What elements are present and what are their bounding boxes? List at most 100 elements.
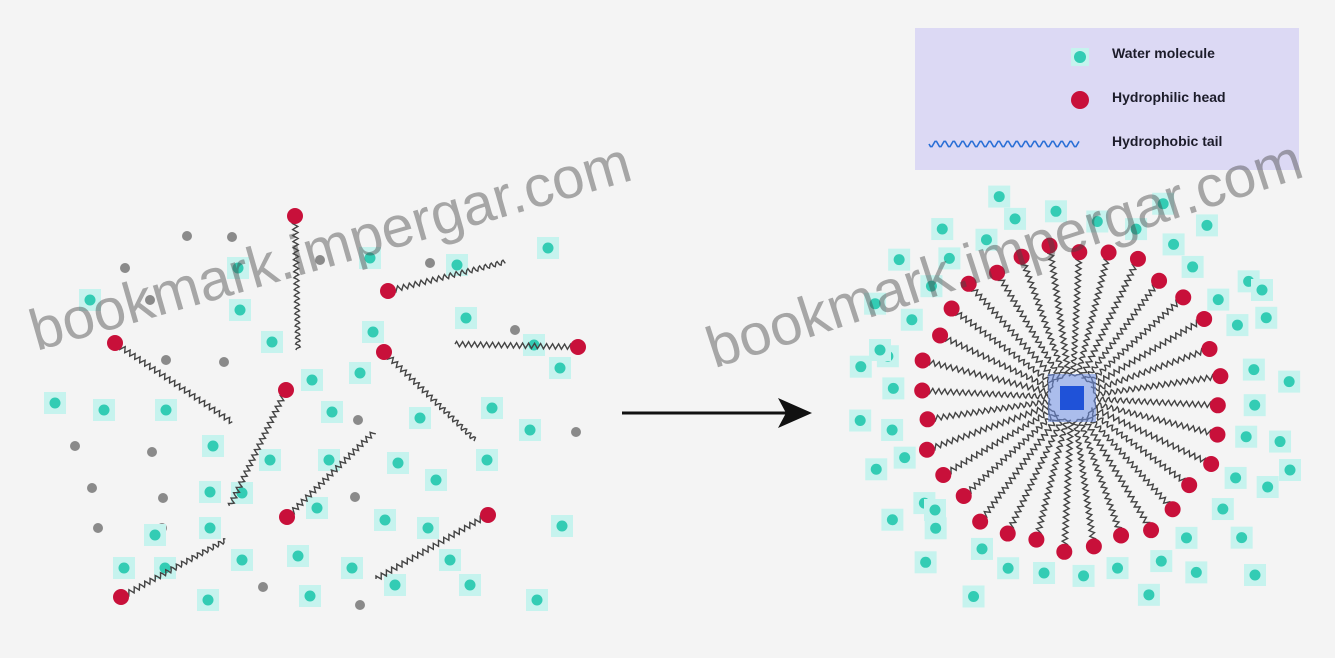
surfactant-molecule bbox=[1093, 400, 1226, 443]
water-molecule-dot bbox=[392, 457, 404, 469]
water-molecule bbox=[537, 237, 559, 259]
water-molecule bbox=[349, 362, 371, 384]
water-molecule bbox=[359, 247, 381, 269]
hydrophilic-head bbox=[914, 382, 931, 399]
surfactant-molecule bbox=[1084, 272, 1168, 383]
water-molecule bbox=[299, 585, 321, 607]
surfactant-molecule bbox=[376, 344, 477, 442]
water-molecule bbox=[1125, 218, 1148, 241]
water-molecule bbox=[1230, 526, 1253, 549]
surfactant-molecule bbox=[914, 382, 1051, 400]
water-molecule-dot bbox=[943, 252, 955, 264]
water-molecule bbox=[888, 248, 911, 271]
hydrophobic-tail bbox=[1086, 295, 1184, 384]
hydrophobic-tail bbox=[387, 259, 506, 295]
water-molecule bbox=[882, 377, 905, 400]
water-molecule bbox=[301, 369, 323, 391]
water-molecule bbox=[1242, 358, 1265, 381]
water-molecule-icon bbox=[1071, 48, 1089, 66]
legend-label-tail: Hydrophobic tail bbox=[1112, 133, 1223, 149]
hydrophilic-head-icon bbox=[1071, 91, 1089, 109]
molecule-dot bbox=[355, 600, 365, 610]
hydrophobic-tail bbox=[966, 283, 1060, 382]
water-molecule bbox=[1004, 207, 1027, 230]
molecule-dot bbox=[258, 582, 268, 592]
molecule-dot bbox=[315, 255, 325, 265]
hydrophilic-head bbox=[1071, 244, 1088, 261]
molecule-dot bbox=[350, 492, 360, 502]
hydrophilic-head bbox=[1028, 531, 1045, 548]
water-molecule-dot bbox=[236, 554, 248, 566]
water-molecule bbox=[924, 499, 946, 521]
water-molecule bbox=[362, 321, 384, 343]
surfactant-molecule bbox=[918, 402, 1052, 458]
water-molecule-dot bbox=[874, 344, 886, 356]
surfactant-molecule bbox=[1079, 250, 1146, 379]
legend-item-tail: Hydrophobic tail bbox=[915, 124, 1299, 164]
hydrophilic-head bbox=[914, 352, 931, 369]
hydrophobic-tail bbox=[926, 402, 1052, 454]
molecule-dot bbox=[120, 263, 130, 273]
water-molecule-dot bbox=[323, 454, 335, 466]
hydrophobic-tail bbox=[382, 351, 477, 442]
water-molecule bbox=[229, 299, 251, 321]
water-molecule bbox=[44, 392, 66, 414]
water-molecule bbox=[481, 397, 503, 419]
water-molecule bbox=[144, 524, 166, 546]
water-molecule-dot bbox=[854, 415, 866, 427]
water-molecule bbox=[1226, 314, 1249, 337]
hydrophobic-tail bbox=[1086, 412, 1175, 510]
molecule-dot bbox=[70, 441, 80, 451]
molecule-dot bbox=[219, 357, 229, 367]
water-molecule-dot bbox=[1283, 376, 1295, 388]
water-molecule bbox=[341, 557, 363, 579]
water-molecule bbox=[881, 508, 904, 531]
water-molecule bbox=[1175, 526, 1198, 549]
hydrophilic-head bbox=[1203, 455, 1220, 472]
water-molecule bbox=[1106, 557, 1129, 580]
surfactant-molecule bbox=[914, 352, 1052, 396]
water-molecule-dot bbox=[1180, 532, 1192, 544]
hydrophobic-tail bbox=[1074, 251, 1112, 377]
water-molecule bbox=[893, 446, 916, 469]
water-molecule bbox=[318, 449, 340, 471]
hydrophilic-head bbox=[1201, 340, 1218, 357]
water-molecule-dot bbox=[464, 579, 476, 591]
water-molecule bbox=[849, 409, 872, 432]
surfactant-molecule bbox=[1086, 412, 1181, 518]
micelle bbox=[849, 185, 1301, 608]
water-molecule bbox=[1207, 288, 1230, 311]
hydrophilic-head bbox=[107, 335, 123, 351]
water-molecule bbox=[1256, 475, 1279, 498]
hydrophilic-head bbox=[380, 283, 396, 299]
water-molecule bbox=[79, 289, 101, 311]
water-molecule bbox=[1072, 564, 1095, 587]
water-molecule bbox=[113, 557, 135, 579]
water-molecule-dot bbox=[1249, 399, 1261, 411]
hydrophilic-head bbox=[999, 525, 1016, 542]
hydrophilic-head bbox=[1212, 368, 1229, 385]
hydrophobic-tail bbox=[120, 538, 226, 600]
water-molecule-dot bbox=[422, 522, 434, 534]
hydrophobic-tail bbox=[927, 398, 1051, 423]
hydrophobic-tail bbox=[1087, 410, 1191, 486]
hydrophilic-head bbox=[480, 507, 496, 523]
water-molecule bbox=[1235, 425, 1258, 448]
water-molecule-dot bbox=[1009, 213, 1021, 225]
water-molecule-dot bbox=[354, 367, 366, 379]
water-molecule-dot bbox=[936, 223, 948, 235]
surfactant-molecule bbox=[380, 259, 506, 299]
water-molecule-dot bbox=[379, 514, 391, 526]
water-molecule bbox=[1162, 233, 1185, 256]
water-molecule bbox=[519, 419, 541, 441]
water-molecule-dot bbox=[49, 397, 61, 409]
water-molecule-dot bbox=[1212, 294, 1224, 306]
water-molecule bbox=[259, 449, 281, 471]
water-molecule-dot bbox=[444, 554, 456, 566]
water-molecule-dot bbox=[1168, 238, 1180, 250]
water-molecule bbox=[155, 399, 177, 421]
hydrophilic-head bbox=[935, 466, 952, 483]
water-molecule-dot bbox=[1284, 464, 1296, 476]
hydrophobic-tail bbox=[942, 407, 1055, 478]
